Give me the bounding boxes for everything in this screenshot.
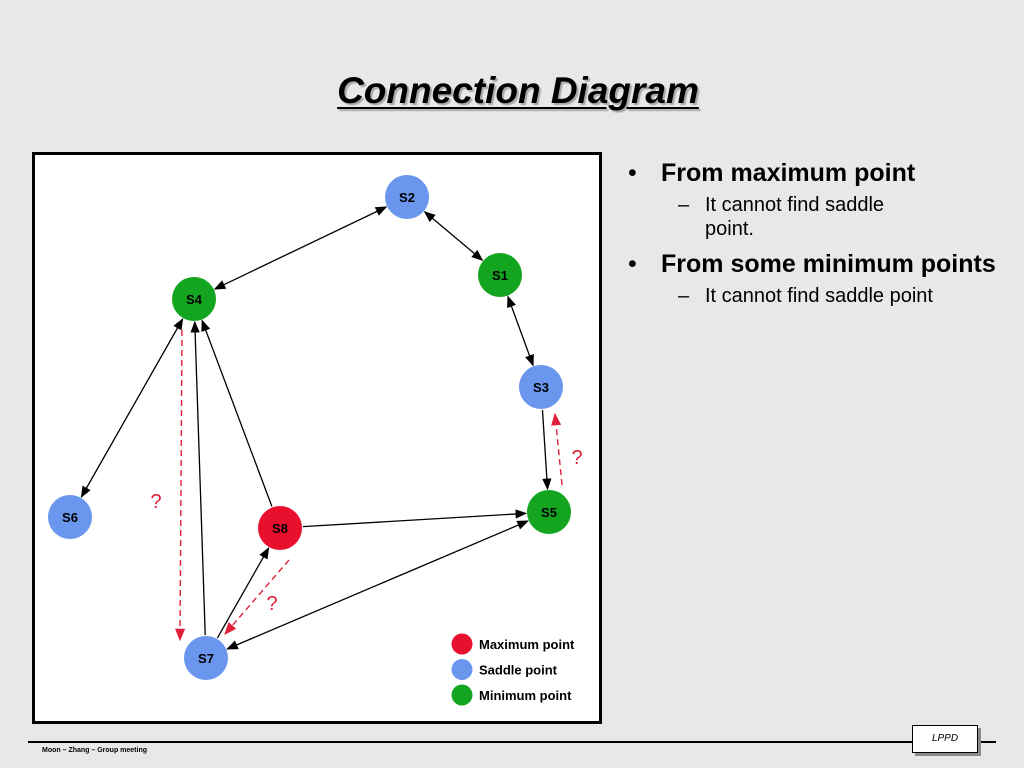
bullet-item: • From maximum point bbox=[628, 158, 1008, 189]
node-s2: S2 bbox=[385, 175, 429, 219]
edge-s2-s1 bbox=[423, 211, 484, 261]
node-label: S3 bbox=[533, 380, 549, 395]
logo: LPPD bbox=[912, 725, 978, 753]
question-mark-label: ? bbox=[571, 447, 582, 469]
footer-text: Moon – Zhang – Group meeting bbox=[42, 747, 147, 754]
sub-bullet-item: – It cannot find saddle point. bbox=[628, 193, 1008, 241]
node-label: S7 bbox=[198, 651, 214, 666]
minimum-node-circle bbox=[172, 277, 216, 321]
node-s4: S4 bbox=[172, 277, 216, 321]
node-label: S8 bbox=[272, 521, 288, 536]
sub-bullet-text: It cannot find saddle point. bbox=[705, 194, 885, 240]
node-label: S1 bbox=[492, 268, 508, 283]
node-label: S6 bbox=[62, 510, 78, 525]
legend-label: Maximum point bbox=[479, 637, 575, 652]
legend-item-minimum: Minimum point bbox=[451, 684, 572, 706]
edges-layer: ??? bbox=[80, 206, 583, 650]
bullet-text: From some minimum points bbox=[661, 250, 996, 278]
saddle-node-circle bbox=[184, 636, 228, 680]
legend-swatch bbox=[451, 659, 473, 680]
bullet-list: • From maximum point – It cannot find sa… bbox=[628, 158, 1008, 316]
node-label: S2 bbox=[399, 190, 415, 205]
bullet-item: • From some minimum points bbox=[628, 249, 1008, 280]
legend-swatch bbox=[451, 684, 473, 706]
saddle-node-circle bbox=[385, 175, 429, 219]
bullet-text: From maximum point bbox=[661, 159, 916, 187]
sub-bullet-item: – It cannot find saddle point bbox=[628, 284, 1008, 308]
footer-rule bbox=[28, 741, 996, 743]
node-s8: S8 bbox=[258, 506, 302, 550]
edge-s2-s4 bbox=[213, 206, 388, 290]
edge-s4-s7 bbox=[175, 329, 186, 642]
edge-s8-s7 bbox=[224, 559, 290, 635]
saddle-node-circle bbox=[519, 365, 563, 409]
minimum-node-circle bbox=[527, 490, 571, 534]
minimum-node-circle bbox=[478, 253, 522, 297]
edge-s8-s4 bbox=[201, 319, 273, 507]
node-s3: S3 bbox=[519, 365, 563, 409]
legend-item-saddle: Saddle point bbox=[451, 659, 558, 680]
node-s5: S5 bbox=[527, 490, 571, 534]
sub-bullet-mark: – bbox=[678, 194, 690, 216]
node-label: S4 bbox=[186, 292, 203, 307]
sub-bullet-mark: – bbox=[678, 285, 690, 307]
bullet-mark: • bbox=[628, 159, 637, 187]
edge-s1-s3 bbox=[507, 295, 534, 367]
edge-s7-s4 bbox=[190, 320, 206, 636]
saddle-node-circle bbox=[48, 495, 92, 539]
node-label: S5 bbox=[541, 505, 557, 520]
legend-item-maximum: Maximum point bbox=[451, 633, 575, 655]
node-s1: S1 bbox=[478, 253, 522, 297]
node-s6: S6 bbox=[48, 495, 92, 539]
edge-s5-s3 bbox=[551, 412, 563, 486]
maximum-node-circle bbox=[258, 506, 302, 550]
node-s7: S7 bbox=[184, 636, 228, 680]
legend-swatch bbox=[451, 633, 473, 655]
edge-s5-s7 bbox=[226, 520, 529, 650]
question-mark-label: ? bbox=[150, 491, 161, 513]
slide-title: Connection Diagram bbox=[337, 70, 699, 111]
legend-label: Saddle point bbox=[479, 663, 558, 678]
edge-s3-s5 bbox=[541, 409, 552, 491]
edge-s8-s5 bbox=[302, 509, 528, 528]
sub-bullet-text: It cannot find saddle point bbox=[705, 285, 933, 307]
bullet-mark: • bbox=[628, 250, 637, 278]
legend-label: Minimum point bbox=[479, 688, 572, 703]
edge-s4-s6 bbox=[80, 317, 184, 499]
question-mark-label: ? bbox=[266, 593, 277, 615]
